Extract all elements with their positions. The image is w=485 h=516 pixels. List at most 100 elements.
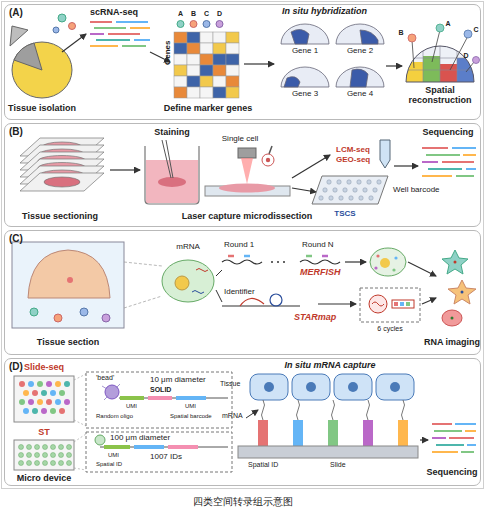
reconstruction-cells-part <box>464 30 472 38</box>
zoom-lines-part <box>74 468 86 470</box>
well-plate-part-part <box>339 196 343 200</box>
sequence-reads-part <box>434 430 462 432</box>
text-label: Tissue <box>220 380 240 388</box>
slide-seq-array-part <box>59 408 65 414</box>
staining-beaker <box>145 140 199 204</box>
sequence-reads-part <box>432 437 446 439</box>
merfish-probes-part <box>244 255 250 258</box>
st-array-part-part <box>35 461 40 466</box>
matrix-cell-icons-part <box>190 21 197 28</box>
marker-gene-matrix-part <box>226 65 239 76</box>
tissue-cells-part <box>376 374 414 400</box>
tissue-dish-part <box>12 42 72 98</box>
flow-arrow <box>422 298 436 304</box>
flow-line <box>216 290 222 302</box>
rna-imaging-cells-part <box>442 250 468 274</box>
tissue-section-part <box>80 308 88 316</box>
slide-seq-array-part <box>55 381 61 387</box>
matrix-cell-icons-part <box>177 21 184 28</box>
reconstruction-dome-part <box>406 46 474 82</box>
merfish-probes-part <box>283 261 285 263</box>
starmap-probes-part <box>222 305 300 306</box>
starmap-amplicon-part <box>392 300 414 308</box>
flow-arrow <box>408 262 436 276</box>
zoom-lines-part <box>124 262 162 266</box>
merfish-cell-part <box>394 256 397 259</box>
starmap-probes-part <box>270 294 282 306</box>
st-spot-detail-part <box>134 445 164 449</box>
reconstruction-dome <box>400 40 480 82</box>
slide-seq-array-part <box>50 390 56 396</box>
flow-arrow <box>420 439 428 440</box>
merfish-cell-part <box>376 254 379 257</box>
st-array-part-part <box>19 453 24 458</box>
ish-domes-part <box>281 24 329 44</box>
tissue-section-part <box>102 314 110 322</box>
marker-gene-matrix-part <box>213 65 226 76</box>
slide-seq-array-part <box>50 408 56 414</box>
text-label: B <box>191 10 196 18</box>
laser-microdissection-part <box>241 158 253 184</box>
well-plate-part-part <box>333 188 337 192</box>
marker-gene-matrix-part <box>200 54 213 65</box>
panel-tag: (A) <box>9 7 23 18</box>
slide-seq-array-part <box>23 390 29 396</box>
sequence-reads <box>422 148 476 176</box>
tissue-section-part <box>67 277 73 283</box>
tissue-section <box>12 242 124 328</box>
tissue-section-part <box>54 314 62 322</box>
text-label: D <box>463 52 468 60</box>
sequence-reads-part <box>108 33 140 35</box>
marker-gene-matrix-part <box>200 32 213 43</box>
marker-gene-matrix-part <box>213 32 226 43</box>
text-label: Slide-seq <box>24 363 64 373</box>
reconstruction-dome-part-part <box>423 40 424 82</box>
laser-microdissection-part <box>262 154 274 166</box>
merfish-cell-part <box>374 266 377 269</box>
text-label: Single cell <box>222 135 258 144</box>
reconstruction-cells-part <box>466 62 474 72</box>
text-label: Spatial barcode <box>170 413 212 420</box>
capture-slide <box>238 420 418 458</box>
text-label: B <box>398 29 403 37</box>
st-spot-detail-part <box>168 445 198 449</box>
marker-gene-matrix-part <box>187 32 200 43</box>
panel-tag: (C) <box>9 233 23 244</box>
merfish-cell-part <box>380 258 390 268</box>
st-array-part-part <box>67 461 72 466</box>
text-label: Define marker genes <box>164 104 253 114</box>
st-array-part-part <box>67 453 72 458</box>
tissue-cells-part <box>250 374 288 400</box>
matrix-cell-icons-part <box>203 21 210 28</box>
marker-gene-matrix-part <box>187 54 200 65</box>
bead-detail-part <box>86 372 232 428</box>
st-array-part-part <box>59 453 64 458</box>
starmap-amplicon-part <box>400 302 404 306</box>
mrna-strands-part <box>332 400 335 420</box>
bead-detail-part <box>176 396 206 400</box>
text-label: UMI <box>108 452 119 459</box>
pointer-arrow <box>246 410 258 418</box>
sequence-reads-part <box>96 39 130 41</box>
well-plate-part-part <box>347 180 351 184</box>
slide-seq-array-part <box>28 381 34 387</box>
text-label: Gene 2 <box>347 47 373 56</box>
text-label: Spatial reconstruction <box>399 86 481 106</box>
sequence-reads-part <box>426 154 460 156</box>
text-label: Spatial ID <box>96 461 122 468</box>
st-array-part-part <box>59 445 64 450</box>
sequence-reads-part <box>466 168 476 170</box>
panel-tag: (B) <box>9 126 23 137</box>
flow-arrow <box>292 188 316 192</box>
st-array-part-part <box>35 453 40 458</box>
well-plate-part-part <box>329 196 333 200</box>
st-array-part-part <box>59 461 64 466</box>
sequence-reads-part <box>422 147 448 149</box>
slide-seq-array-part <box>28 399 34 405</box>
reconstruction-cells-part <box>436 24 444 32</box>
flow-arrow <box>318 303 356 304</box>
marker-gene-matrix-part <box>174 65 187 76</box>
slide-seq-array-part <box>46 399 52 405</box>
sequence-reads-part <box>90 21 112 23</box>
ish-domes <box>281 24 384 87</box>
